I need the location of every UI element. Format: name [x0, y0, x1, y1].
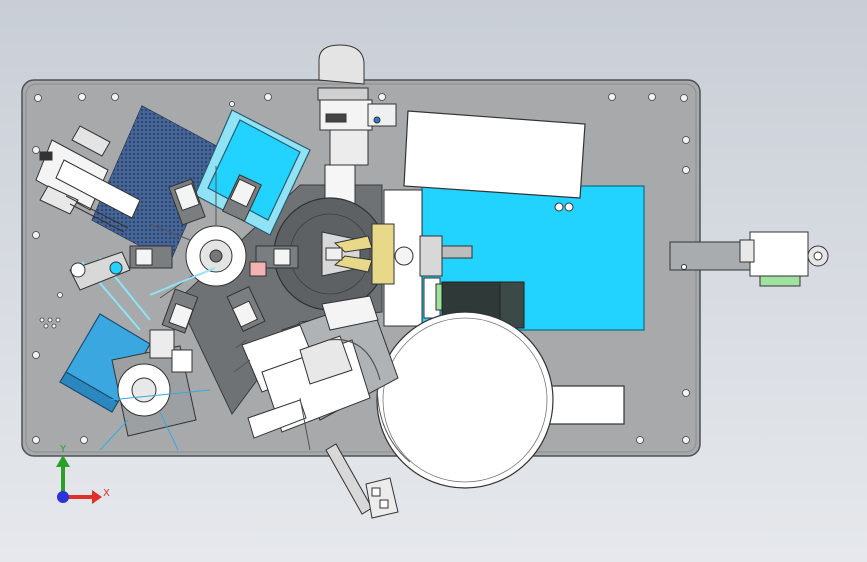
xy-slide-module [233, 295, 399, 451]
axis-y-label: Y [59, 444, 67, 455]
feeder-bowl [376, 311, 625, 489]
axis-x-label: X [103, 488, 110, 499]
axis-triad: X Y [56, 444, 110, 504]
rotary-turret [129, 166, 299, 334]
left-gripper-station [35, 125, 141, 233]
bottom-left-indexer [99, 329, 211, 451]
feeder-chute [69, 251, 131, 291]
turret-arms [129, 174, 299, 334]
right-sensor-arm [669, 231, 829, 287]
mounting-holes [32, 93, 690, 444]
white-housing [403, 110, 586, 212]
lower-arm [325, 443, 399, 519]
center-slide-block [371, 189, 473, 327]
